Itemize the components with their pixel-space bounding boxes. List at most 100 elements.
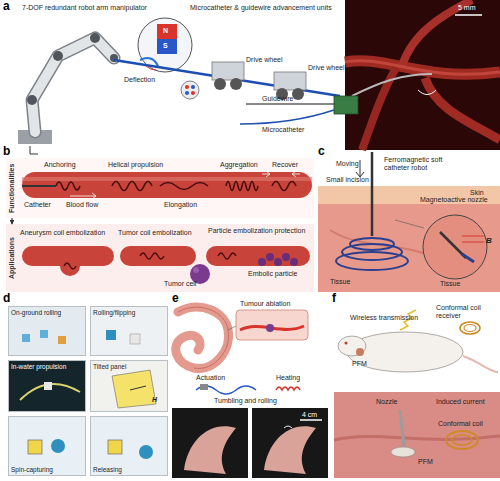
skin-tissue-part (423, 215, 487, 279)
robot-arm-part (90, 33, 100, 43)
application-vessels-part (218, 253, 236, 259)
part-label: Recover (272, 161, 298, 169)
robot-arm-part (30, 146, 31, 154)
tile-caption: Spin-capturing (11, 466, 53, 473)
rat-illustration-part (345, 342, 348, 345)
part-label: Drive wheel (246, 56, 283, 64)
image-tile: Spin-capturing (8, 416, 86, 476)
part-label: Tumor coil embolization (118, 229, 192, 237)
part-label: Particle embolization protection (208, 227, 312, 235)
intestine-illustration-part (276, 387, 300, 390)
part-label: Guidewire (262, 95, 294, 103)
rat-illustration-part (452, 435, 472, 445)
robot-arm-part (27, 95, 37, 105)
functionality-vessel-part (22, 172, 312, 198)
application-vessels-part (282, 253, 290, 261)
intestine-illustration-part (228, 326, 236, 330)
part-label: Induced current (436, 398, 485, 406)
magnet-inset-part (157, 39, 177, 54)
intestine-illustration (172, 307, 328, 478)
application-vessels-part (193, 267, 199, 273)
part-label: Wireless transmission (350, 314, 418, 322)
advancement-units-part (274, 72, 306, 90)
part-label: Actuation (196, 374, 225, 382)
robot-cubes-part (58, 336, 66, 344)
application-vessels-part (140, 253, 164, 259)
magnet-inset-part (191, 91, 195, 95)
part-label: Tumor cell (164, 280, 196, 288)
advancement-units-part (334, 96, 358, 114)
part-label: 7-DOF redundant robot arm manipulator (22, 4, 147, 12)
part-label: Aggregation (220, 161, 258, 169)
rat-illustration-part (356, 348, 364, 356)
image-tile: Rolling/flipping (90, 306, 168, 356)
intestine-illustration-part (178, 307, 229, 368)
application-vessels-part (258, 258, 266, 266)
image-tile: Releasing (90, 416, 168, 476)
part-label: Moving (336, 160, 359, 168)
vessel-photo-part (425, 78, 500, 140)
vessel-photo-part (352, 74, 432, 96)
skin-tissue-part (395, 220, 424, 228)
part-label: Aneurysm coil embolization (20, 229, 105, 237)
robot-cubes-part (40, 330, 48, 338)
robot-arm-part (32, 38, 114, 132)
rat-illustration-part (391, 447, 415, 457)
magnet-inset-part (157, 24, 177, 39)
skin-tissue (318, 152, 500, 292)
part-label: Microcatheter (262, 126, 304, 134)
robot-cubes-part (112, 370, 156, 408)
part-label: Blood flow (66, 201, 98, 209)
application-vessels-part (60, 256, 80, 276)
robot-arm-part (53, 51, 63, 61)
robot-cubes (20, 330, 156, 459)
part-label: Heating (276, 374, 300, 382)
rat-illustration-part (446, 431, 478, 449)
skin-tissue-part (318, 204, 500, 292)
panel-letter: a (3, 0, 10, 13)
application-vessels (22, 246, 310, 284)
tile-caption: Rolling/flipping (93, 309, 135, 316)
part-label: Anchoring (44, 161, 76, 169)
rat-illustration-part (338, 336, 366, 356)
panel-letter: e (172, 292, 179, 305)
robot-cubes-part (51, 439, 65, 453)
part-label: Tumbling and rolling (214, 397, 277, 405)
robot-cubes-part (139, 445, 153, 459)
intestine-illustration-part (300, 419, 322, 421)
skin-tissue-part (462, 236, 484, 237)
vessel-photo-part (455, 14, 482, 16)
robot-cubes-part (130, 386, 146, 390)
rat-illustration-part (334, 392, 500, 478)
intestine-illustration-part (172, 408, 248, 478)
rat-illustration-part (463, 356, 498, 372)
magnet-inset-part (185, 91, 189, 95)
panel-letter: c (318, 145, 325, 158)
advancement-units-part (114, 60, 340, 96)
skin-tissue-part (318, 186, 500, 204)
intestine-illustration-part (176, 307, 229, 368)
functionality-vessel-part (22, 177, 312, 181)
application-vessels-part (206, 246, 310, 266)
robot-cubes-part (130, 334, 140, 344)
intestine-illustration-part (252, 408, 328, 478)
part-label: Tumour ablation (240, 300, 290, 308)
functionality-vessel-part (272, 182, 296, 191)
robot-cubes-part (108, 440, 122, 454)
functionality-vessel-part (262, 171, 270, 177)
part-label: Magnetoactive nozzle (420, 196, 500, 204)
flow-arrow (11, 218, 12, 224)
part-label: Skin (470, 189, 484, 197)
tile-caption: In-water propulsion (11, 363, 66, 370)
robot-arm-part (30, 154, 38, 155)
part-label: Tissue (330, 278, 350, 286)
functionality-vessel-part (112, 182, 152, 191)
functionality-vessel-part (160, 183, 208, 190)
intestine-illustration-part (236, 310, 308, 340)
vessel-photo-part (345, 0, 500, 150)
part-label: Small incision (326, 176, 369, 184)
band-heading: Functionalities (6, 158, 17, 218)
